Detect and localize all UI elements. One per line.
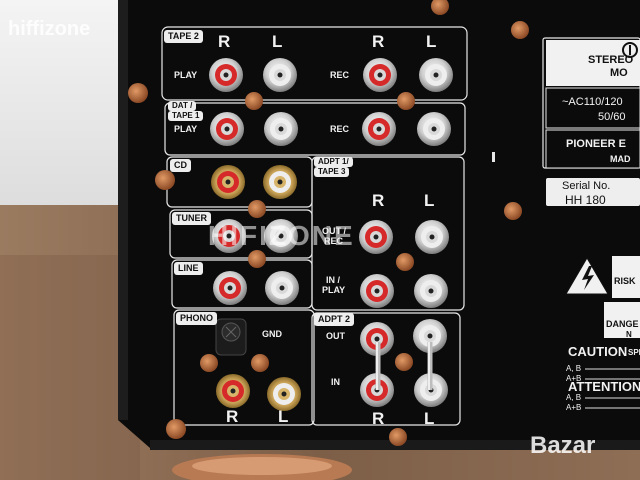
- rca-jacks: [209, 58, 453, 411]
- cd-tag: CD: [170, 159, 191, 172]
- dat-play-label: PLAY: [174, 124, 198, 134]
- serial-value: HH 180: [565, 193, 606, 207]
- rca-jack-red: [359, 220, 393, 254]
- dat-tag-line1: DAT /: [168, 101, 197, 111]
- adpt2-l-label: L: [424, 409, 435, 428]
- watermark-bottom-right: Bazar: [530, 432, 596, 459]
- adpt2-in-label: IN: [331, 377, 340, 387]
- screws: [128, 0, 529, 446]
- rca-jack-red: [360, 274, 394, 308]
- jumper-loops: [375, 342, 433, 390]
- attention-label: ATTENTION: [568, 379, 640, 394]
- rca-jack-white: [265, 271, 299, 305]
- caution-apb: A+B: [566, 374, 582, 383]
- phono-tag: PHONO: [176, 312, 218, 325]
- phono-gnd-label: GND: [262, 329, 282, 339]
- rca-jack-red: [363, 58, 397, 92]
- rca-jack-red: [362, 112, 396, 146]
- tape2-tag: TAPE 2: [164, 30, 203, 43]
- serial-plate: [546, 178, 640, 206]
- dat-rec-label: REC: [330, 124, 350, 134]
- rca-jack-red: [212, 219, 246, 253]
- adpt2-r-label: R: [372, 409, 385, 428]
- adpt1-r-label: R: [372, 191, 385, 210]
- screw: [431, 0, 449, 15]
- danger-line1: DANGE: [606, 319, 639, 329]
- stereo-label: STEREO: [588, 54, 634, 66]
- caution-ab: A, B: [566, 364, 582, 373]
- tuner-tag: TUNER: [172, 212, 211, 225]
- rca-jack-white: [267, 377, 301, 411]
- tape2-r-label: R: [218, 32, 231, 51]
- dat-tag-line2: TAPE 1: [168, 111, 204, 121]
- frequency-label: 50/60: [598, 111, 626, 123]
- tape2-rec-label: REC: [330, 70, 350, 80]
- watermark-top-left: hiffizone: [8, 18, 91, 40]
- tape2-play-label: PLAY: [174, 70, 198, 80]
- attention-ab: A, B: [566, 393, 582, 402]
- rca-jack-red: [211, 165, 245, 199]
- made-label: MAD: [610, 154, 631, 164]
- serial-label: Serial No.: [562, 180, 611, 192]
- tape2-l-label: L: [272, 32, 283, 51]
- pioneer-label: PIONEER E: [566, 138, 626, 150]
- adpt2-tag: ADPT 2: [314, 313, 355, 326]
- rca-jack-white: [415, 220, 449, 254]
- voltage-label: ~AC110/120: [562, 96, 623, 108]
- rca-jack-red: [360, 322, 394, 356]
- rca-jack-red: [210, 112, 244, 146]
- rca-jack-white: [263, 58, 297, 92]
- rca-jack-white: [263, 165, 297, 199]
- adpt1-in-line2: PLAY: [322, 285, 346, 295]
- watermark-center: HIFIZONE: [208, 220, 355, 251]
- adpt2-out-label: OUT: [326, 331, 345, 341]
- adpt1-l-label: L: [424, 191, 435, 210]
- rca-jack-white: [264, 219, 298, 253]
- rca-jack-white: [414, 274, 448, 308]
- risk-label: RISK: [614, 276, 636, 286]
- caution-spec: SPE: [628, 348, 640, 357]
- adpt1-in-line1: IN /: [326, 275, 341, 285]
- pioneer-logo-icon: [622, 42, 638, 58]
- rca-jack-white: [413, 319, 447, 353]
- ground-terminal: [215, 318, 247, 356]
- tape2-l2-label: L: [426, 32, 437, 51]
- rca-jack-white: [417, 112, 451, 146]
- danger-line2: N: [626, 330, 632, 339]
- tape2-r2-label: R: [372, 32, 385, 51]
- rca-jack-red: [209, 58, 243, 92]
- caution-label: CAUTION: [568, 344, 628, 359]
- adpt1-tag-line1: ADPT 1/: [314, 157, 353, 167]
- adpt1-out-line2: REC: [324, 236, 344, 246]
- rca-jack-white: [419, 58, 453, 92]
- phono-l-label: L: [278, 407, 289, 426]
- line-tag: LINE: [174, 262, 203, 275]
- phono-r-label: R: [226, 407, 239, 426]
- adpt1-out-line1: OUT /: [322, 226, 346, 236]
- attention-apb: A+B: [566, 403, 582, 412]
- rca-jack-red: [213, 271, 247, 305]
- model-label: MO: [610, 67, 628, 79]
- adpt1-tag-line2: TAPE 3: [314, 167, 350, 177]
- rca-jack-white: [264, 112, 298, 146]
- rca-jack-red: [216, 374, 250, 408]
